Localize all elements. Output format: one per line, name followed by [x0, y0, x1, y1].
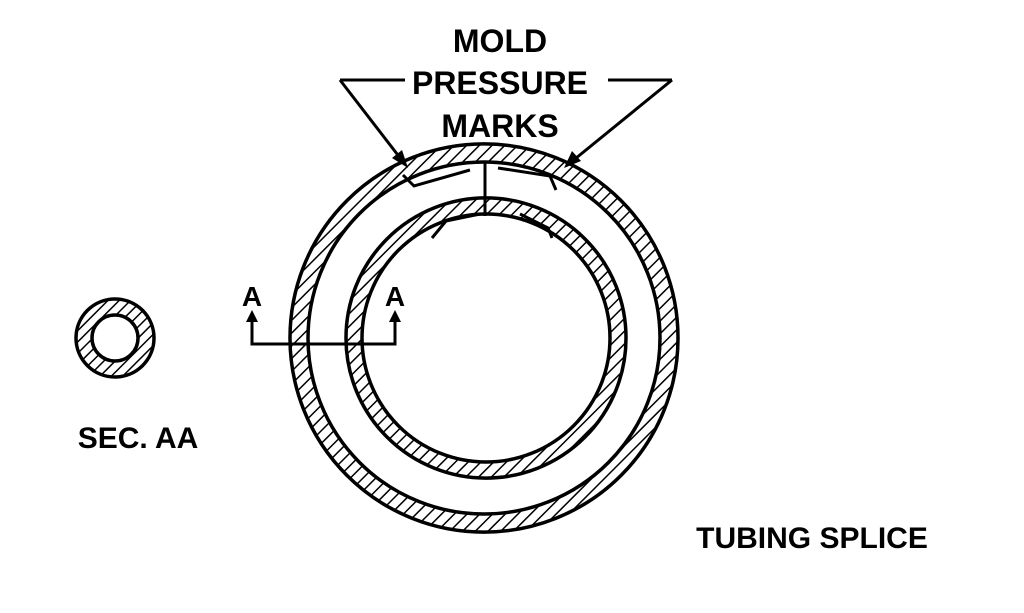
section-letter-right: A [385, 281, 405, 312]
section-arrow-right [389, 310, 401, 322]
tubing-splice-title: TUBING SPLICE [696, 522, 928, 555]
mold-label-line2: PRESSURE [412, 65, 588, 101]
outer-tube-wall [288, 142, 680, 534]
section-arrow-left [246, 310, 258, 322]
section-aa-ring [74, 297, 156, 379]
inner-pressure-mark-right [519, 212, 554, 239]
leader-arrow-left [338, 78, 408, 168]
section-letter-left: A [242, 281, 262, 312]
outer-pressure-mark-left [401, 168, 471, 188]
mold-label-line3: MARKS [441, 108, 558, 144]
outer-pressure-mark-right [497, 166, 558, 191]
inner-tube-wall [344, 196, 628, 480]
section-aa-label: SEC. AA [78, 422, 199, 455]
inner-pressure-mark-left [430, 212, 481, 239]
mold-label-line1: MOLD [453, 23, 547, 59]
leader-arrow-right [564, 78, 673, 168]
section-cut-line [250, 318, 397, 346]
